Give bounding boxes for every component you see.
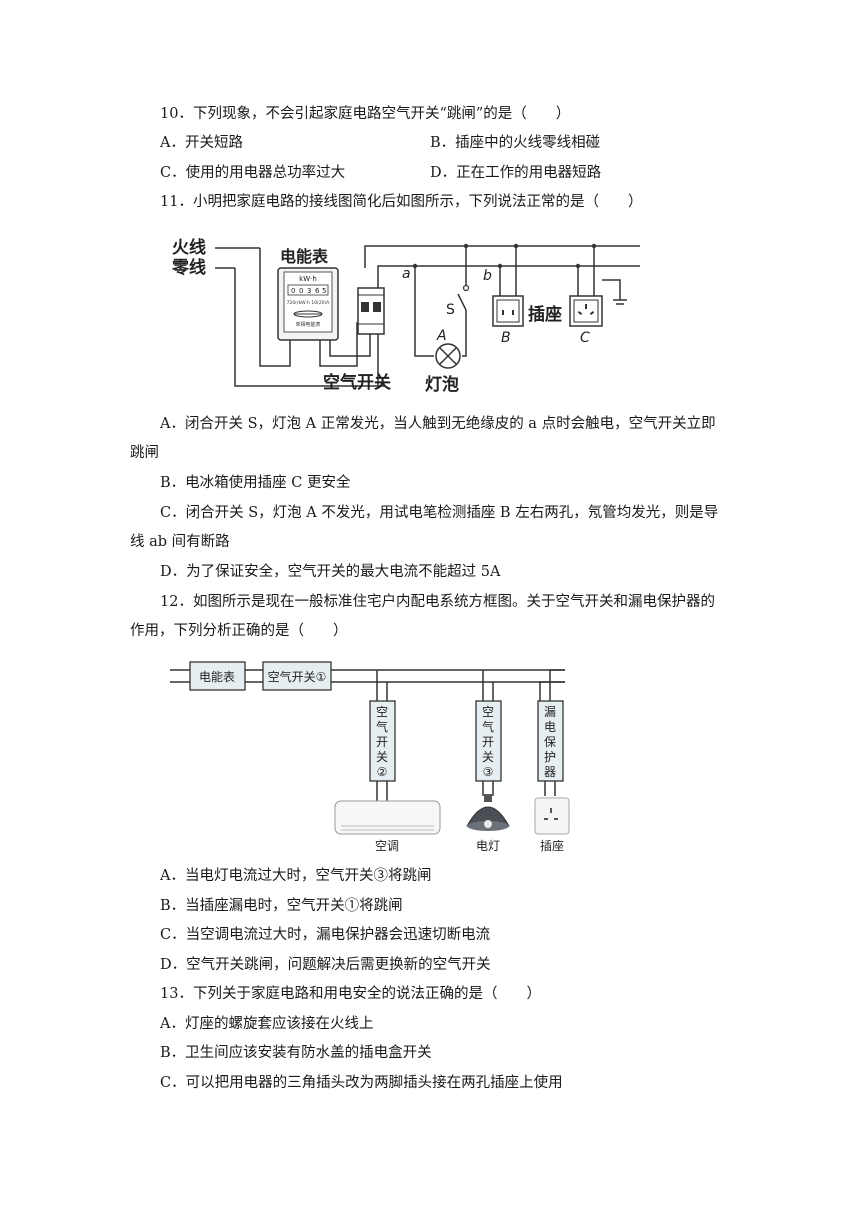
svg-text:开: 开	[376, 735, 388, 749]
q12-option-d: D．空气开关跳闸，问题解决后需更换新的空气开关	[160, 957, 491, 973]
svg-text:关: 关	[376, 750, 388, 764]
wall-socket-icon	[534, 797, 570, 835]
ceiling-lamp-icon	[466, 794, 510, 831]
air-switch-3-box: 空 气 开 关 ③	[475, 700, 502, 782]
svg-text:a: a	[402, 266, 411, 282]
q11-option-c-line1: C．闭合开关 S，灯泡 A 不发光，用试电笔检测插座 B 左右两孔，氖管均发光，…	[160, 505, 719, 521]
q11-option-d: D．为了保证安全，空气开关的最大电流不能超过 5A	[160, 564, 501, 580]
lamp-symbol	[435, 343, 461, 369]
socket-c	[569, 295, 603, 327]
lamp-label: 电灯	[476, 839, 500, 853]
svg-text:开: 开	[482, 735, 494, 749]
q12-option-a: A．当电灯电流过大时，空气开关③将跳闸	[160, 868, 432, 884]
q13-option-b: B．卫生间应该安装有防水盖的插电盒开关	[160, 1045, 432, 1061]
q10-stem: 10．下列现象，不会引起家庭电路空气开关“跳闸”的是（ ）	[160, 106, 571, 122]
svg-text:②: ②	[377, 765, 388, 779]
svg-text:B: B	[501, 330, 511, 346]
q11-option-b: B．电冰箱使用插座 C 更安全	[160, 475, 351, 491]
q13-option-a: A．灯座的螺旋套应该接在火线上	[160, 1016, 374, 1032]
svg-text:气: 气	[376, 719, 388, 734]
svg-text:单相电能表: 单相电能表	[295, 321, 320, 328]
svg-text:空: 空	[482, 705, 494, 719]
q12-distribution-diagram: 电能表 空气开关① 空 气 开 关 ② 空 气 开 关 ③ 漏 电 保 护 器	[170, 661, 570, 853]
svg-text:护: 护	[544, 750, 556, 764]
lamp-label: 灯泡	[425, 374, 459, 395]
q11-stem: 11．小明把家庭电路的接线图简化后如图所示，下列说法正常的是（ ）	[160, 194, 643, 210]
svg-text:b: b	[483, 268, 492, 284]
q12-option-b: B．当插座漏电时，空气开关①将跳闸	[160, 898, 403, 914]
svg-text:5: 5	[322, 287, 326, 295]
svg-text:空气开关①: 空气开关①	[268, 669, 327, 684]
air-conditioner-icon	[334, 800, 441, 835]
q11-option-c-line2: 线 ab 间有断路	[130, 534, 230, 550]
q11-circuit-diagram: kW·h 0 0 3 6 5 720r/kW·h 10(20)A 单相电能表	[171, 237, 640, 395]
q10-option-a: A．开关短路	[160, 135, 243, 151]
svg-text:漏: 漏	[544, 705, 556, 719]
q13-stem: 13．下列关于家庭电路和用电安全的说法正确的是（ ）	[160, 986, 541, 1002]
svg-text:A: A	[436, 328, 447, 344]
q12-stem-line2: 作用，下列分析正确的是（ ）	[130, 623, 348, 639]
meter-box: 电能表	[189, 661, 246, 691]
breaker-label: 空气开关	[323, 372, 391, 393]
svg-text:器: 器	[544, 765, 556, 779]
air-switch-1-box: 空气开关①	[262, 661, 332, 691]
q10-option-d: D．正在工作的用电器短路	[430, 165, 602, 181]
svg-text:空: 空	[376, 705, 388, 719]
svg-text:S: S	[446, 302, 455, 318]
svg-text:③: ③	[483, 765, 494, 779]
svg-text:电: 电	[544, 720, 556, 734]
neutral-wire-label: 零线	[171, 257, 206, 278]
q11-option-a-line2: 跳闸	[130, 445, 159, 461]
svg-text:3: 3	[307, 287, 311, 295]
socket-label: 插座	[528, 304, 562, 325]
meter-digits: 0 0 3 6 5	[287, 284, 329, 296]
q13-option-c: C．可以把用电器的三角插头改为两脚插头接在两孔插座上使用	[160, 1075, 563, 1091]
leakage-protector-box: 漏 电 保 护 器	[537, 700, 564, 782]
svg-text:保: 保	[544, 735, 556, 749]
q12-stem-line1: 12．如图所示是现在一般标准住宅户内配电系统方框图。关于空气开关和漏电保护器的	[160, 594, 715, 610]
svg-text:关: 关	[482, 750, 494, 764]
svg-text:720r/kW·h 10(20)A: 720r/kW·h 10(20)A	[287, 300, 331, 306]
socket-b	[492, 295, 524, 327]
air-switch-2-box: 空 气 开 关 ②	[369, 700, 396, 782]
svg-text:6: 6	[315, 287, 320, 295]
q12-option-c: C．当空调电流过大时，漏电保护器会迅速切断电流	[160, 927, 491, 943]
q11-option-a-line1: A．闭合开关 S，灯泡 A 正常发光，当人触到无绝缘皮的 a 点时会触电，空气开…	[160, 416, 716, 432]
svg-text:0: 0	[291, 287, 295, 295]
air-conditioner-label: 空调	[375, 839, 399, 853]
q10-option-b: B．插座中的火线零线相碰	[430, 135, 601, 151]
svg-text:气: 气	[482, 719, 494, 734]
meter-label: 电能表	[280, 247, 329, 266]
svg-text:0: 0	[299, 287, 303, 295]
svg-text:kW·h: kW·h	[299, 275, 317, 283]
q10-option-c: C．使用的用电器总功率过大	[160, 165, 346, 181]
live-wire-label: 火线	[172, 237, 206, 258]
svg-text:C: C	[580, 330, 590, 346]
svg-text:电能表: 电能表	[199, 670, 235, 684]
socket-label: 插座	[540, 838, 564, 853]
